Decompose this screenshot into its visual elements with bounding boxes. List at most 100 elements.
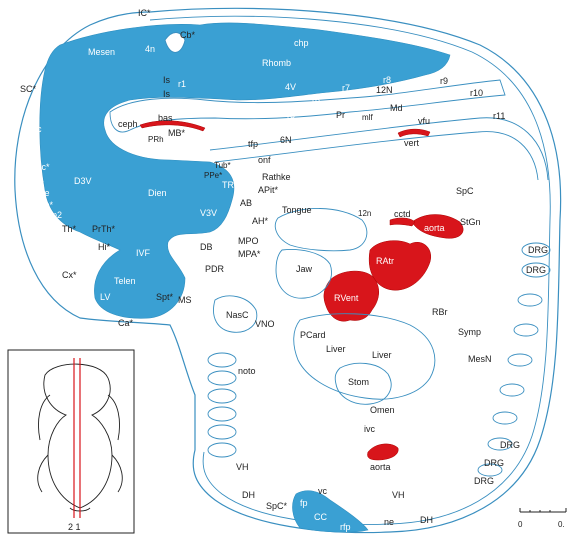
label-tfp: tfp xyxy=(248,139,258,149)
label-vert: vert xyxy=(404,138,420,148)
label-ratr: RAtr xyxy=(376,256,394,266)
label-mpo: MPO xyxy=(238,236,259,246)
label-rhomb: Rhomb xyxy=(262,58,291,68)
label-drg-1: DRG xyxy=(528,245,548,255)
label-liver-1: Liver xyxy=(326,344,346,354)
label-mb: MB* xyxy=(168,128,186,138)
label-r10: r10 xyxy=(470,88,483,98)
label-stgn: StGn xyxy=(460,217,481,227)
label-pire: PiRe xyxy=(30,188,50,198)
label-r6: r6 xyxy=(312,95,320,105)
label-12n-upper: 12N xyxy=(376,85,393,95)
scale-tick-left: 0 xyxy=(518,520,523,529)
label-r1: r1 xyxy=(178,79,186,89)
label-rbr: RBr xyxy=(432,307,448,317)
label-drg-5: DRG xyxy=(474,476,494,486)
label-noto: noto xyxy=(238,366,256,376)
label-jaw: Jaw xyxy=(296,264,313,274)
label-nasc: NasC xyxy=(226,310,249,320)
label-ca: Ca* xyxy=(118,318,134,328)
label-hi: Hi* xyxy=(98,242,110,252)
label-ne: ne xyxy=(384,517,394,527)
label-tre: TRe xyxy=(222,180,239,190)
label-drg-3: DRG xyxy=(500,440,520,450)
label-p1: p1 xyxy=(34,174,44,184)
central-canal-cavity xyxy=(293,491,368,533)
label-ivc: ivc xyxy=(364,424,375,434)
label-bas: bas xyxy=(158,113,173,123)
label-tub: Tub* xyxy=(214,161,231,170)
vertebral-body-series xyxy=(208,353,236,457)
label-cctd: cctd xyxy=(394,209,411,219)
label-r8: r8 xyxy=(383,75,391,85)
label-r3: r3 xyxy=(234,123,242,133)
label-hb: Hb* xyxy=(38,200,54,210)
label-sc: SC* xyxy=(20,84,37,94)
label-dien: Dien xyxy=(148,188,167,198)
label-rfp: rfp xyxy=(340,522,351,532)
carotid-vessel xyxy=(390,218,415,226)
label-db: DB xyxy=(200,242,213,252)
label-vno: VNO xyxy=(255,319,275,329)
label-drg-2: DRG xyxy=(526,265,546,275)
label-th: Th* xyxy=(62,224,77,234)
label-4v: 4V xyxy=(285,82,296,92)
label-symp: Symp xyxy=(458,327,481,337)
label-vfu: vfu xyxy=(418,116,430,126)
label-chp: chp xyxy=(294,38,309,48)
label-aorta-bottom: aorta xyxy=(370,462,391,472)
label-fp: fp xyxy=(300,498,308,508)
label-liver-2: Liver xyxy=(372,350,392,360)
label-ceph: ceph xyxy=(118,119,138,129)
label-spc-bottom: SpC* xyxy=(266,501,288,511)
label-dh-1: DH xyxy=(242,490,255,500)
label-cx: Cx* xyxy=(62,270,77,280)
label-omen: Omen xyxy=(370,405,395,415)
label-apit: APit* xyxy=(258,185,279,195)
label-mpa: MPA* xyxy=(238,249,261,259)
label-lv: LV xyxy=(100,292,110,302)
label-ptec: Ptec* xyxy=(28,162,50,172)
label-r7: r7 xyxy=(342,83,350,93)
label-p2: p2 xyxy=(52,210,62,220)
label-r5: r5 xyxy=(287,110,295,120)
label-rathke: Rathke xyxy=(262,172,291,182)
label-spc: SpC xyxy=(456,186,474,196)
label-pc: pc xyxy=(32,124,42,134)
label-ppe: PPe* xyxy=(204,171,222,180)
label-mlf: mlf xyxy=(362,113,373,122)
label-stom: Stom xyxy=(348,377,369,387)
label-prth: PrTh* xyxy=(92,224,116,234)
label-r9: r9 xyxy=(440,76,448,86)
label-tongue: Tongue xyxy=(282,205,312,215)
label-r11: r11 xyxy=(493,111,505,121)
label-rvent: RVent xyxy=(334,293,359,303)
label-md: Md xyxy=(390,103,403,113)
spinal-cord-band xyxy=(210,118,548,180)
inset-line-labels: 2 1 xyxy=(68,522,81,532)
label-pcard: PCard xyxy=(300,330,326,340)
scale-bar: 0 0. xyxy=(518,508,566,529)
label-mesn: MesN xyxy=(468,354,492,364)
label-mre: MRe xyxy=(148,142,167,152)
label-r4: r4 xyxy=(262,124,270,134)
label-r2: r2 xyxy=(206,102,214,112)
label-spt: Spt* xyxy=(156,292,174,302)
label-vh-2: VH xyxy=(392,490,405,500)
label-12n: 12n xyxy=(358,209,371,218)
label-vh-1: VH xyxy=(236,462,249,472)
label-ivf: IVF xyxy=(136,248,151,258)
dorsal-aorta-lower xyxy=(367,444,398,460)
label-cc: CC xyxy=(314,512,327,522)
vertebral-artery xyxy=(398,129,430,137)
label-cb: Cb* xyxy=(180,30,196,40)
label-is-top: Is xyxy=(163,75,171,85)
label-ic: IC* xyxy=(138,8,151,18)
label-telen: Telen xyxy=(114,276,136,286)
label-onf: onf xyxy=(258,155,271,165)
label-mesen: Mesen xyxy=(88,47,115,57)
label-pr: Pr xyxy=(336,110,345,120)
label-aorta-top: aorta xyxy=(424,223,445,233)
label-4n: 4n xyxy=(145,44,155,54)
